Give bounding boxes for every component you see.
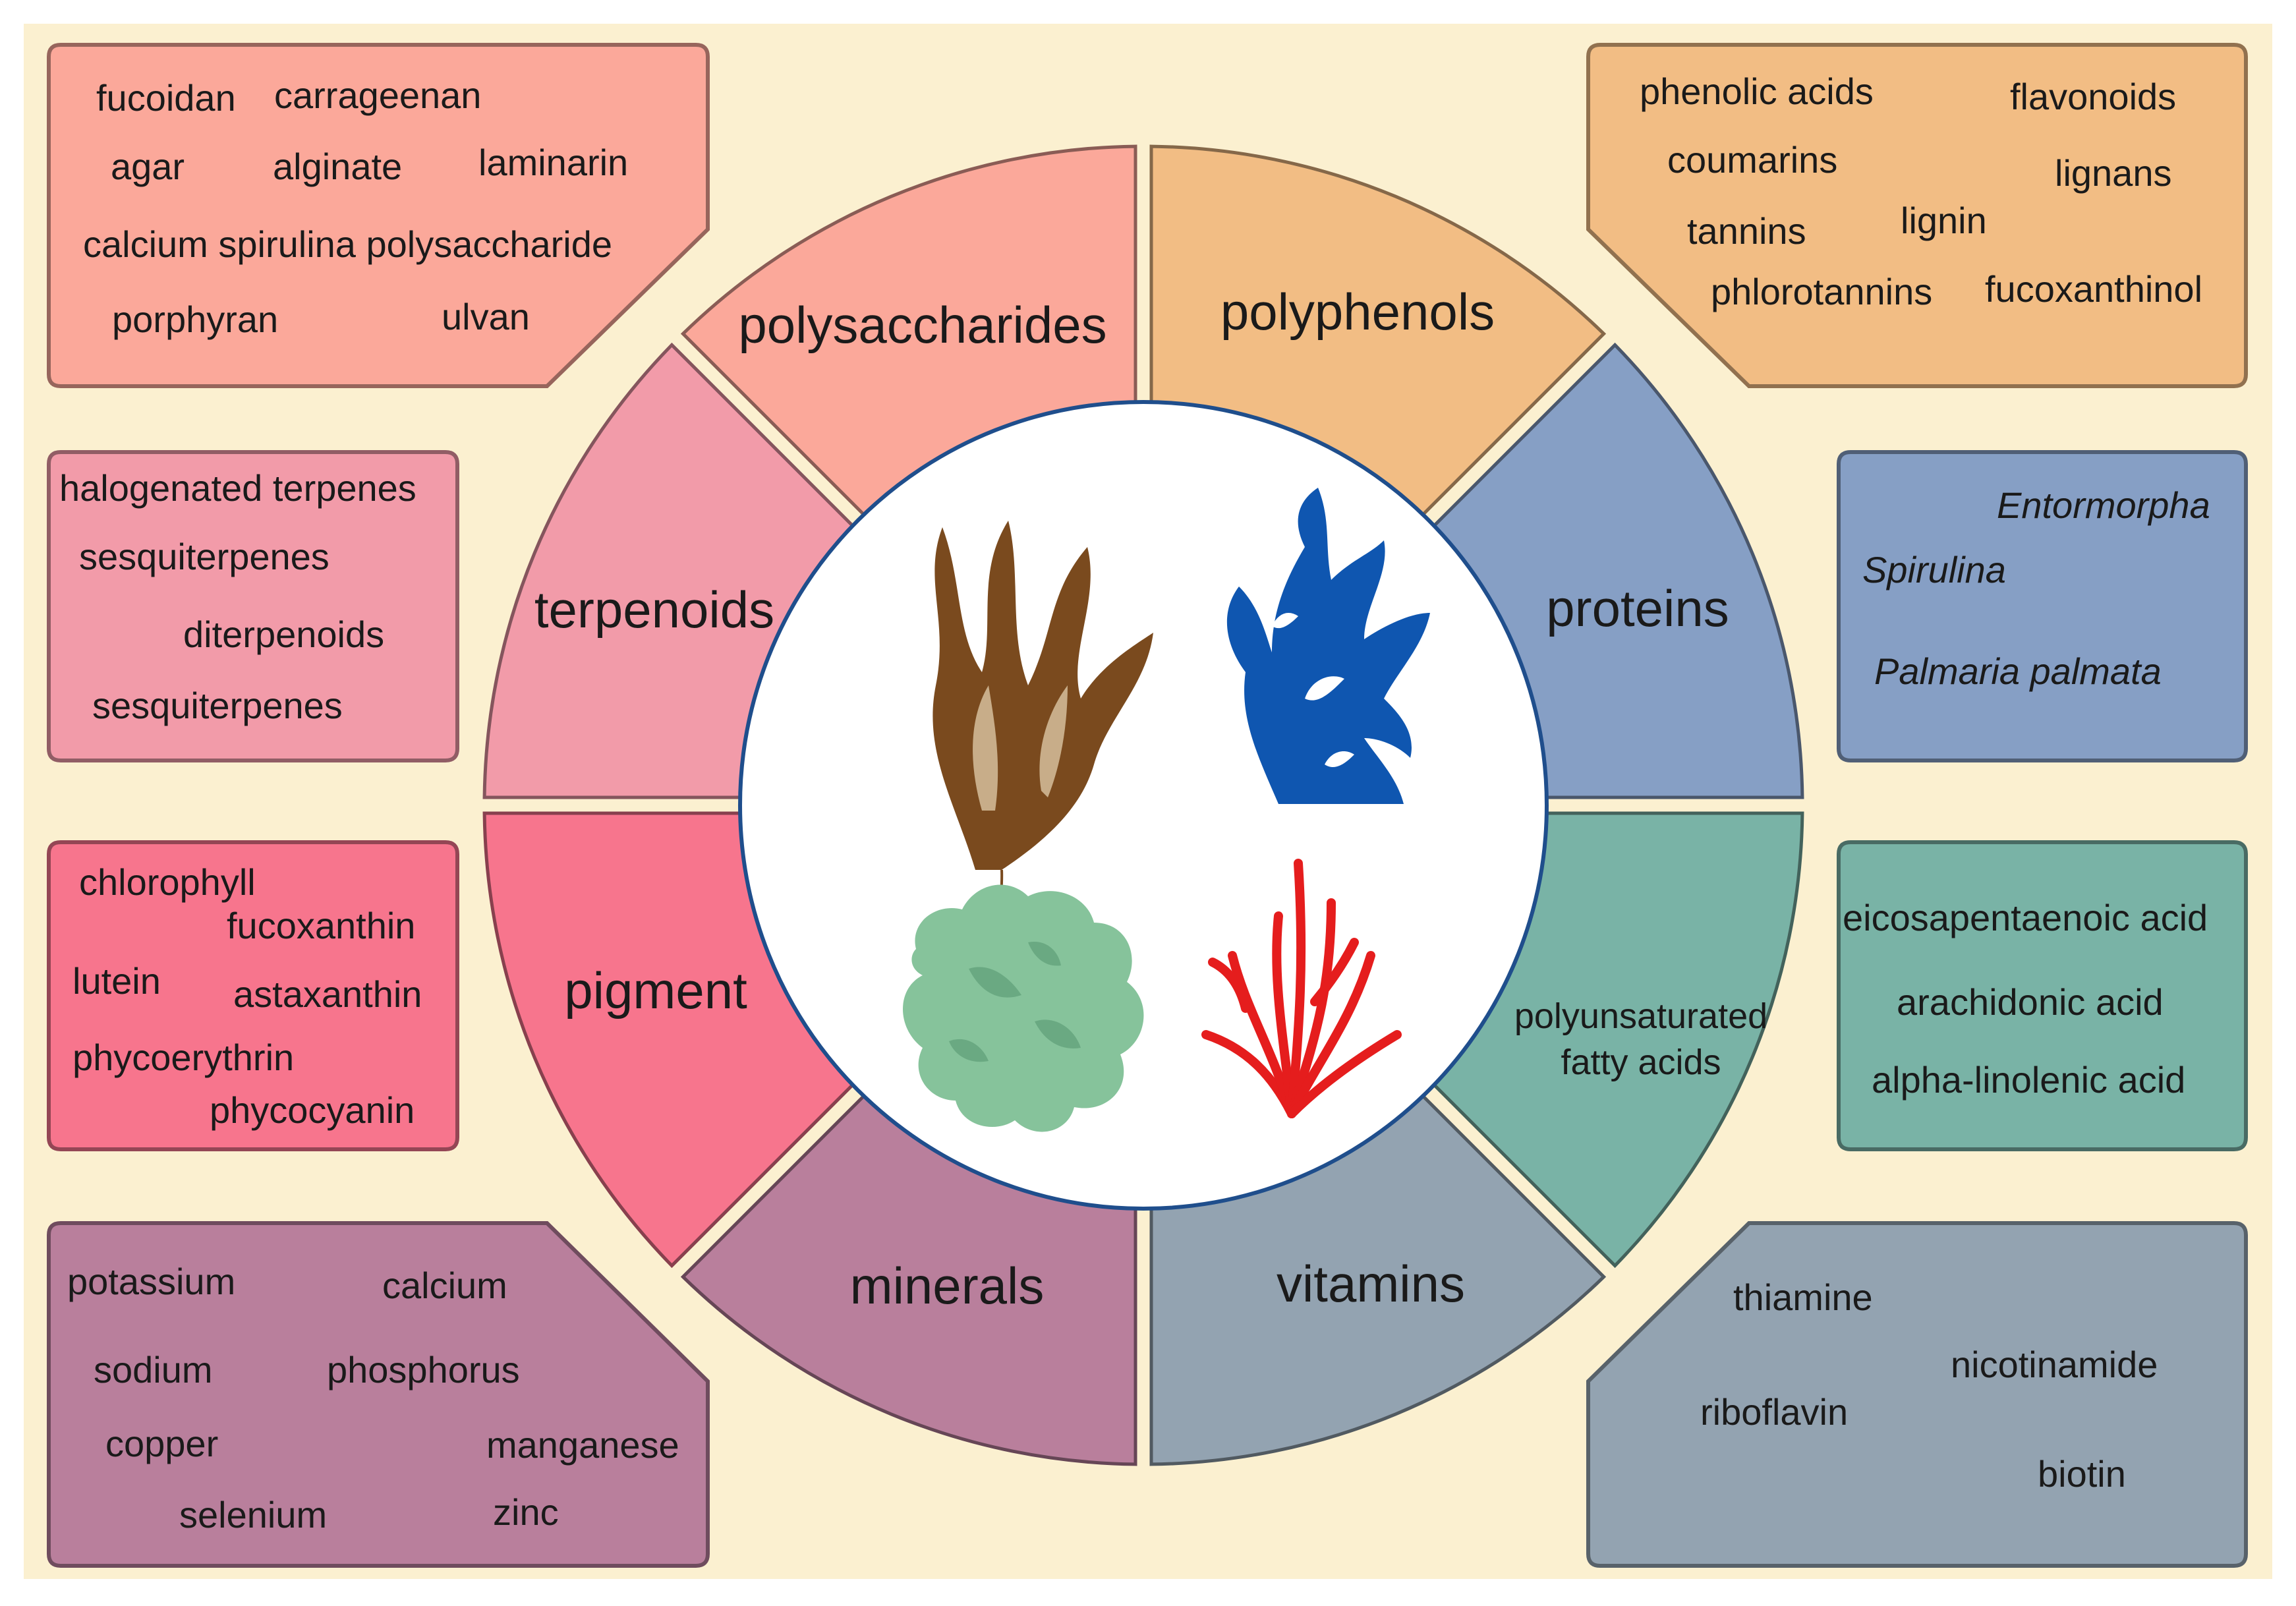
compound-item: halogenated terpenes: [59, 467, 416, 509]
center-circle: [738, 400, 1549, 1211]
compound-item: phycocyanin: [210, 1089, 415, 1131]
compound-item: phlorotannins: [1711, 271, 1932, 312]
segment-label-fatty-acids: polyunsaturated: [1514, 996, 1767, 1036]
compound-item: riboflavin: [1700, 1391, 1848, 1433]
compound-item: manganese: [486, 1424, 679, 1466]
compound-item: astaxanthin: [233, 973, 422, 1015]
compound-item: thiamine: [1733, 1276, 1873, 1318]
compound-ring: polysaccharides polyphenols proteins polyun…: [482, 144, 1804, 1466]
compound-item: diterpenoids: [183, 614, 384, 655]
compound-item: lignans: [2055, 152, 2171, 194]
segment-label-pigment: pigment: [564, 961, 747, 1019]
compound-item: flavonoids: [2010, 76, 2176, 117]
segment-label-polysaccharides: polysaccharides: [738, 296, 1106, 354]
compound-item: agar: [111, 146, 185, 187]
compound-item: carrageenan: [274, 74, 481, 116]
compound-item: Palmaria palmata: [1874, 650, 2162, 692]
red-seaweed-icon: [1201, 859, 1402, 1118]
compound-item: porphyran: [112, 299, 278, 340]
compound-item: eicosapentaenoic acid: [1843, 897, 2208, 938]
compound-item: alginate: [273, 146, 402, 187]
box-vitamins: [1586, 1221, 2248, 1568]
compound-item: ulvan: [442, 296, 530, 337]
compound-item: laminarin: [478, 142, 628, 183]
box-polysaccharides: [47, 43, 710, 388]
segment-label-vitamins: vitamins: [1277, 1255, 1465, 1313]
compound-item: calcium: [382, 1265, 507, 1306]
compound-item: fucoxanthin: [227, 905, 415, 946]
compound-item: sesquiterpenes: [79, 536, 330, 577]
compound-item: sodium: [94, 1349, 213, 1391]
compound-item: fucoidan: [96, 77, 236, 119]
compound-boxes: fucoidan carrageenan agar alginate laminarin…: [47, 43, 2248, 1568]
compound-item: copper: [105, 1423, 218, 1464]
green-seaweed-icon: [903, 884, 1144, 1132]
box-pigment: [47, 840, 459, 1151]
compound-item: arachidonic acid: [1897, 981, 2164, 1023]
compound-item: selenium: [179, 1494, 327, 1535]
segment-label-terpenoids: terpenoids: [534, 581, 774, 639]
compound-item: alpha-linolenic acid: [1872, 1059, 2185, 1101]
compound-item: nicotinamide: [1951, 1344, 2158, 1385]
compound-item: potassium: [67, 1261, 235, 1302]
segment-label-polyphenols: polyphenols: [1220, 283, 1495, 341]
compound-item: sesquiterpenes: [92, 685, 343, 726]
compound-item: phosphorus: [327, 1349, 520, 1391]
compound-item: tannins: [1687, 210, 1806, 252]
box-minerals: [47, 1221, 710, 1568]
compound-item: Entormorpha: [1997, 484, 2210, 526]
segment-label-proteins: proteins: [1546, 579, 1729, 637]
compound-item: fucoxanthinol: [1985, 268, 2202, 310]
compound-item: chlorophyll: [79, 861, 256, 903]
compound-item: zinc: [493, 1491, 559, 1533]
segment-label-minerals: minerals: [850, 1257, 1045, 1315]
box-polyphenols: [1586, 43, 2248, 388]
compound-item: phenolic acids: [1640, 71, 1874, 112]
compound-item: biotin: [2038, 1453, 2126, 1495]
compound-item: lignin: [1901, 200, 1987, 241]
compound-item: Spirulina: [1862, 549, 2006, 590]
segment-label-fatty-acids: fatty acids: [1561, 1043, 1721, 1082]
box-fatty-acids: [1837, 840, 2248, 1151]
compound-item: phycoerythrin: [72, 1037, 294, 1078]
blue-seaweed-icon: [1226, 488, 1430, 804]
box-terpenoids: [47, 450, 459, 762]
box-proteins: [1837, 450, 2248, 762]
compound-item: calcium spirulina polysaccharide: [83, 223, 612, 265]
compound-item: coumarins: [1667, 139, 1837, 181]
compound-item: lutein: [72, 960, 161, 1002]
